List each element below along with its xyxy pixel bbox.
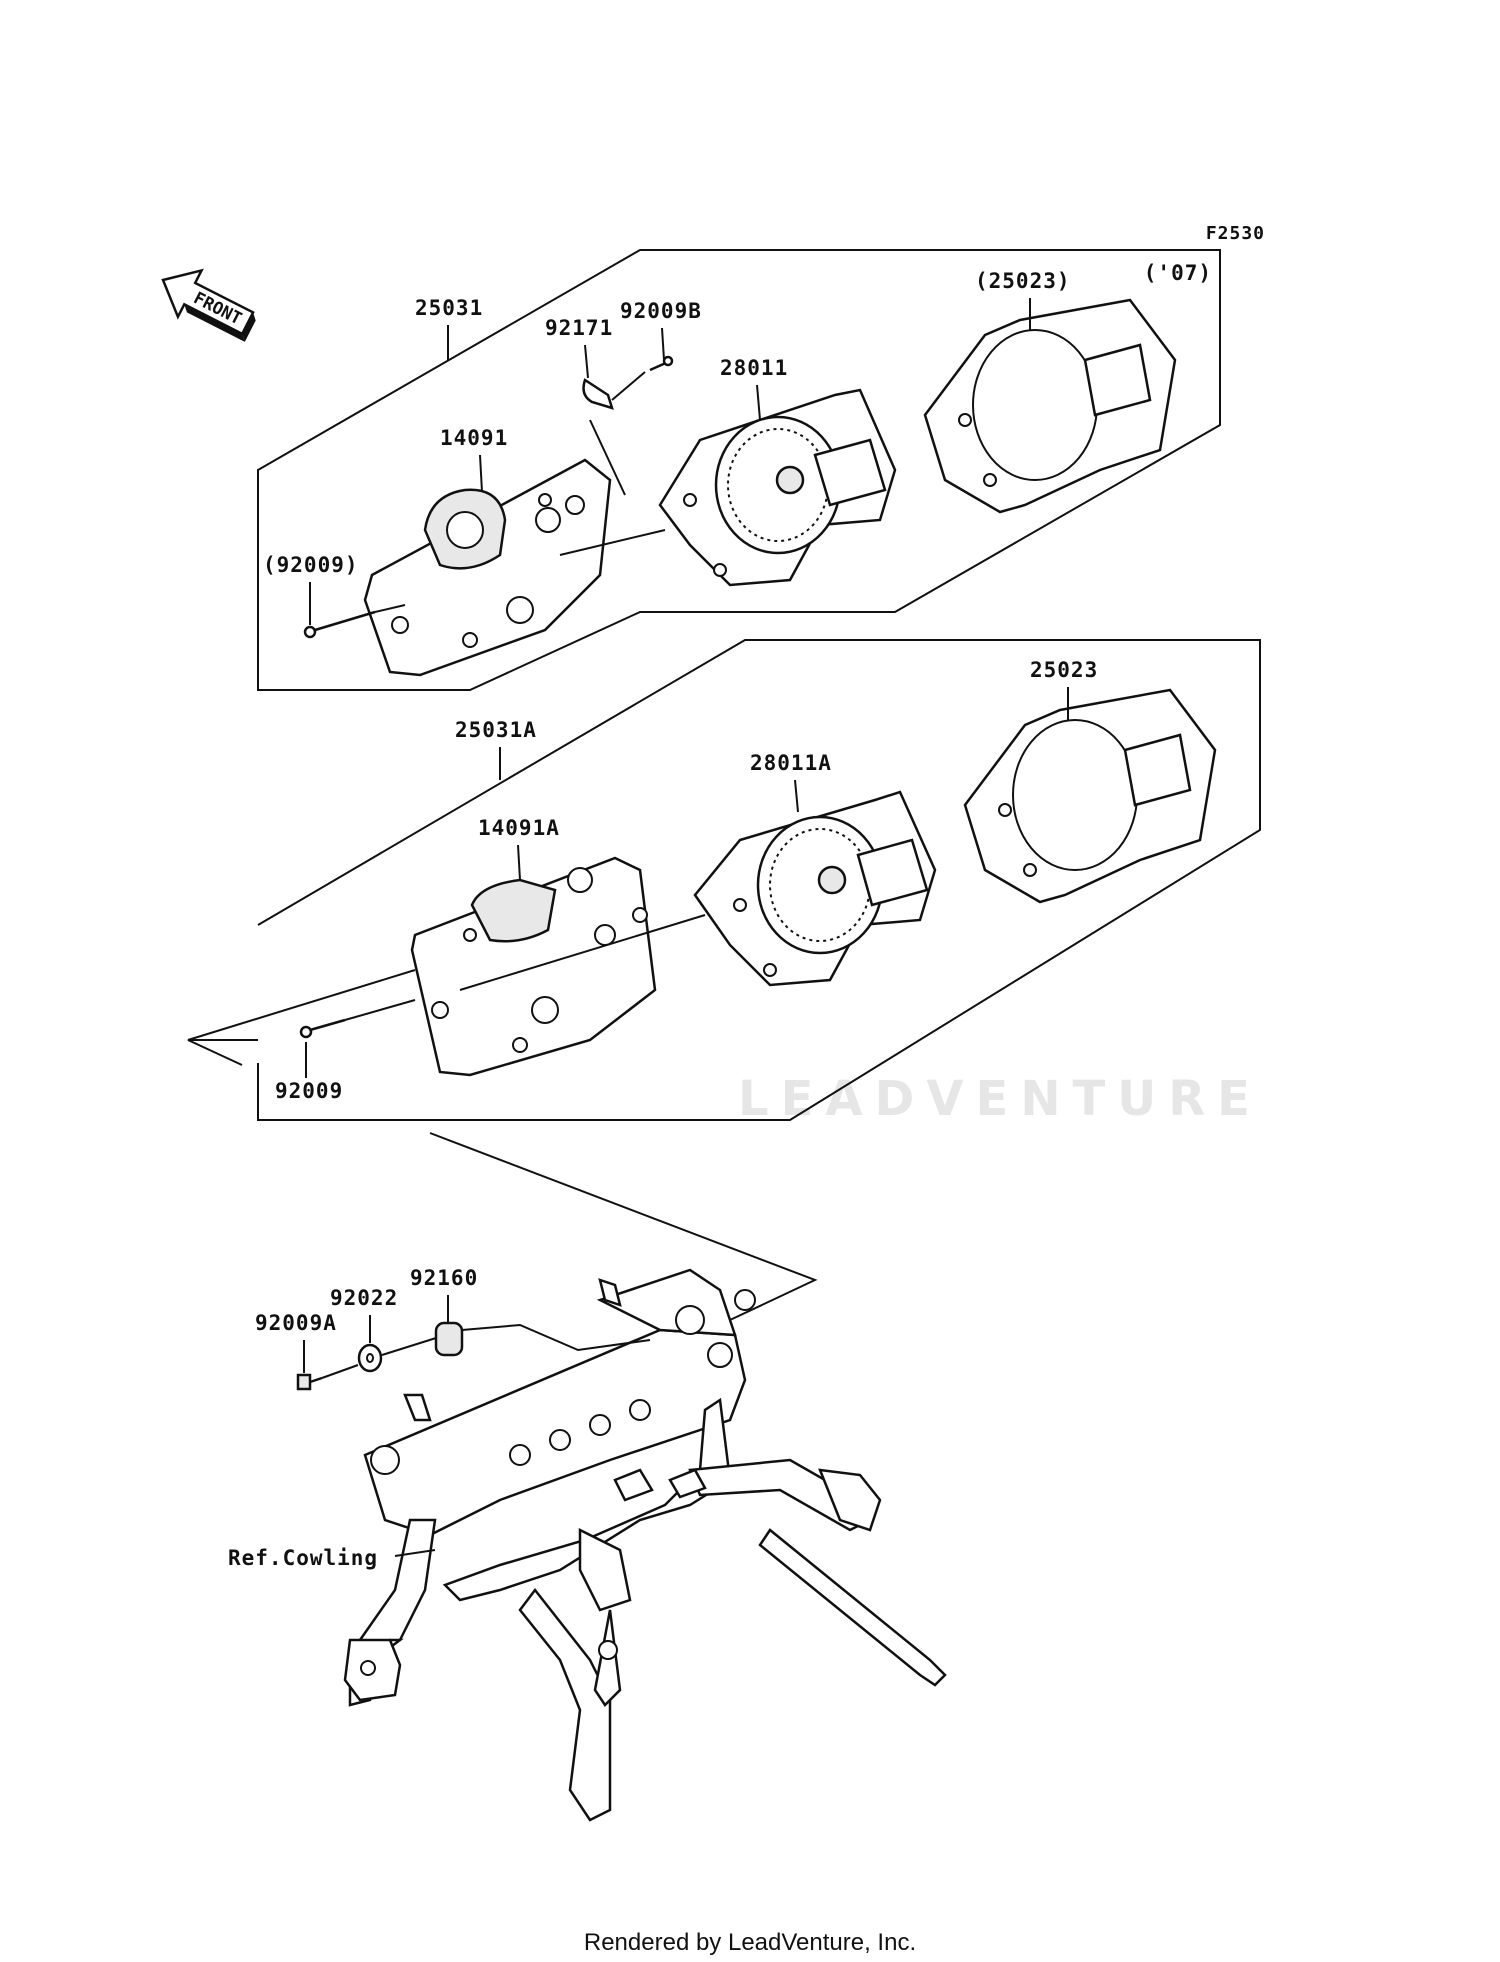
leader-ref-bracket: [187, 969, 416, 1041]
label-92160: 92160: [410, 1266, 478, 1290]
leader-28011: [756, 384, 761, 421]
screw-92009: [299, 1018, 346, 1039]
screw-92009b: [649, 355, 674, 372]
label-25031: 25031: [415, 296, 483, 320]
label-28011: 28011: [720, 356, 788, 380]
washer-92022: [357, 1343, 383, 1373]
leader-case-meter-a: [459, 914, 706, 991]
footer-credit: Rendered by LeadVenture, Inc.: [584, 1929, 916, 1956]
leader-bracket-to-assembly: [429, 1132, 818, 1321]
front-arrow-icon: FRONT: [161, 268, 256, 342]
label-25031a: 25031A: [455, 718, 537, 742]
meter-cover-25023: [963, 688, 1217, 904]
label-25023-paren: (25023): [975, 269, 1071, 293]
leader-92009-screw: [374, 604, 406, 613]
label-14091a: 14091A: [478, 816, 560, 840]
leader-fastener-chain: [321, 1323, 651, 1379]
bolt-92009a: [296, 1373, 323, 1391]
meter-assembly-28011a: [693, 790, 937, 987]
watermark-text: LEADVENTURE: [738, 1071, 1262, 1127]
leader-14091a: [517, 844, 521, 881]
label-92171: 92171: [545, 316, 613, 340]
label-92009: 92009: [275, 1079, 343, 1103]
leader-14091: [479, 454, 483, 493]
meter-cover-25023-07: [923, 298, 1177, 514]
leader-92009b-clamp: [611, 371, 646, 401]
meter-bracket: [343, 1268, 947, 1822]
grommet-92160: [434, 1321, 464, 1357]
label-92009b: 92009B: [620, 299, 702, 323]
screw-92009-upper: [303, 610, 376, 639]
leader-28011a: [794, 779, 799, 813]
leader-clamp-case: [589, 419, 626, 496]
meter-assembly-28011: [658, 388, 897, 587]
leader-case-meter: [559, 529, 666, 556]
leader-ref-cowling: [394, 1549, 436, 1557]
label-25023: 25023: [1030, 658, 1098, 682]
meter-case-14091: [363, 458, 612, 677]
leader-92009b: [661, 327, 665, 361]
label-ref-cowling: Ref.Cowling: [228, 1546, 378, 1570]
clamp-92171: [582, 378, 614, 410]
year-note: ('07): [1144, 261, 1212, 285]
label-14091: 14091: [440, 426, 508, 450]
assembly-1-frame: [257, 249, 1221, 691]
label-92009a: 92009A: [255, 1311, 337, 1335]
label-92009-paren: (92009): [263, 553, 359, 577]
label-28011a: 28011A: [750, 751, 832, 775]
figure-code: F2530: [1206, 223, 1265, 244]
leader-92171: [584, 344, 589, 379]
leader-92009-middle-screw: [344, 999, 416, 1021]
label-92022: 92022: [330, 1286, 398, 1310]
